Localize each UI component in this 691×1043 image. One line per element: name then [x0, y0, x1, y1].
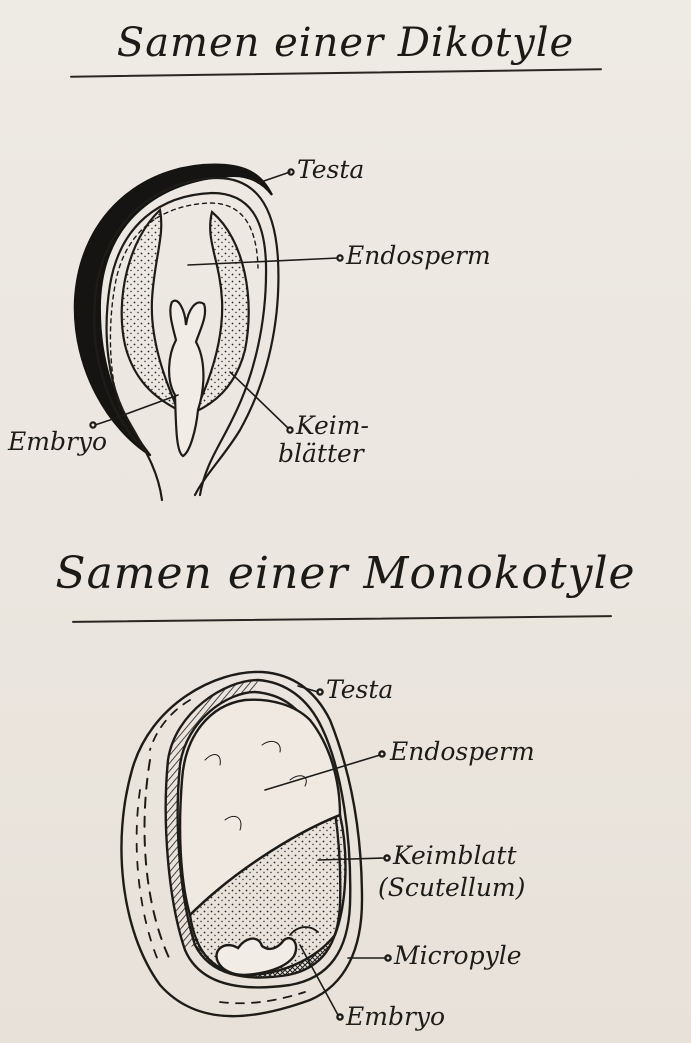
dicot-cotyledons-label-line1: Keim-: [296, 412, 369, 440]
dicot-cotyledon-pointer: [230, 372, 288, 428]
monocot-scutellum-label-line2: (Scutellum): [378, 874, 525, 902]
dicot-testa-pointer: [258, 172, 290, 183]
monocot-embryo-label: Embryo: [346, 1003, 445, 1031]
monocot-scutellum-label-line1: Keimblatt: [393, 842, 517, 870]
dicot-testa-label: Testa: [297, 156, 364, 184]
dicot-embryo-label: Embryo: [8, 428, 107, 456]
dicot-cotyledons-label-line2: blätter: [278, 440, 364, 468]
monocot-seed-drawing: [121, 672, 390, 1020]
monocot-testa-label: Testa: [326, 676, 393, 704]
dicot-endosperm-pointer: [188, 258, 338, 265]
dicot-endosperm-label: Endosperm: [346, 242, 491, 270]
dicot-embryo: [169, 301, 205, 456]
monocot-micropyle-label: Micropyle: [394, 942, 522, 970]
monocot-endosperm-label: Endosperm: [390, 738, 535, 766]
